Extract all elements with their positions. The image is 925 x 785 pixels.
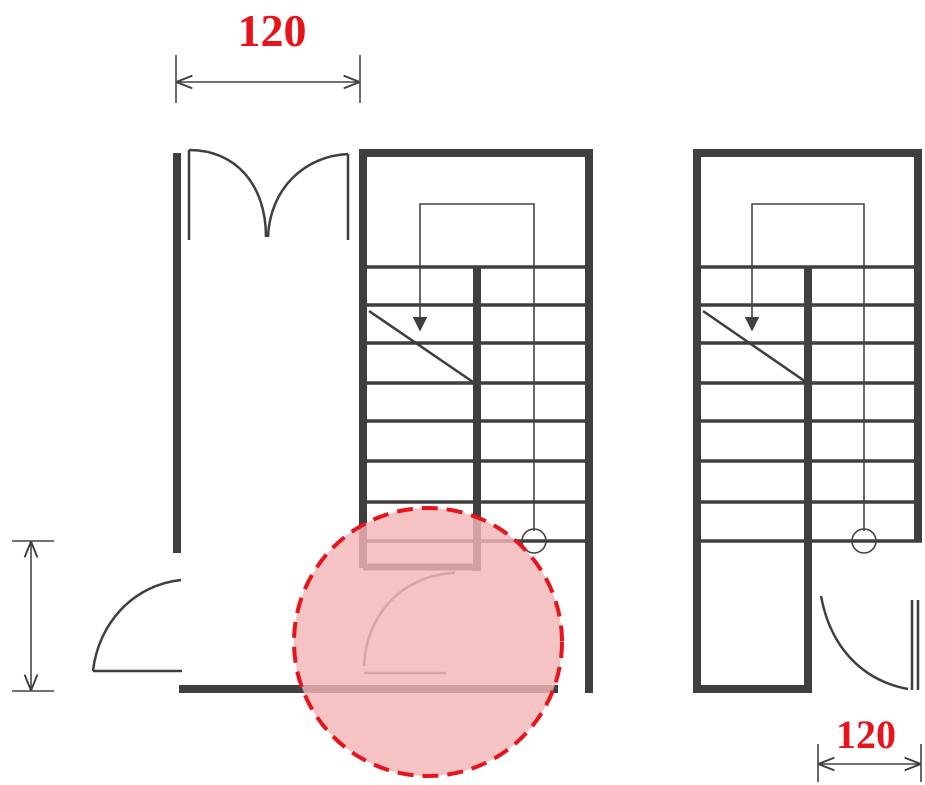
- stair-1-start-circle: [521, 528, 547, 554]
- stair-1-walk-line: [412, 203, 535, 531]
- stair-2-walk-line: [744, 203, 865, 531]
- stair-2-break-line: [702, 309, 807, 384]
- stair-2-start-circle: [851, 528, 877, 554]
- double-door-leaf-left: [188, 148, 268, 238]
- stair-1-break-line: [368, 309, 474, 384]
- bottom-right-dimension-label: 120: [836, 712, 896, 757]
- highlight-circle: [292, 506, 564, 778]
- stair-2-door-swing: [819, 595, 909, 691]
- double-door-leaf-right: [266, 152, 349, 238]
- left-dimension: [12, 540, 54, 692]
- bottom-right-dimension: 120: [817, 712, 922, 782]
- stair-2: [693, 149, 922, 693]
- top-dimension: 120: [175, 5, 361, 103]
- top-dimension-label: 120: [238, 5, 307, 56]
- side-door-swing: [91, 578, 182, 672]
